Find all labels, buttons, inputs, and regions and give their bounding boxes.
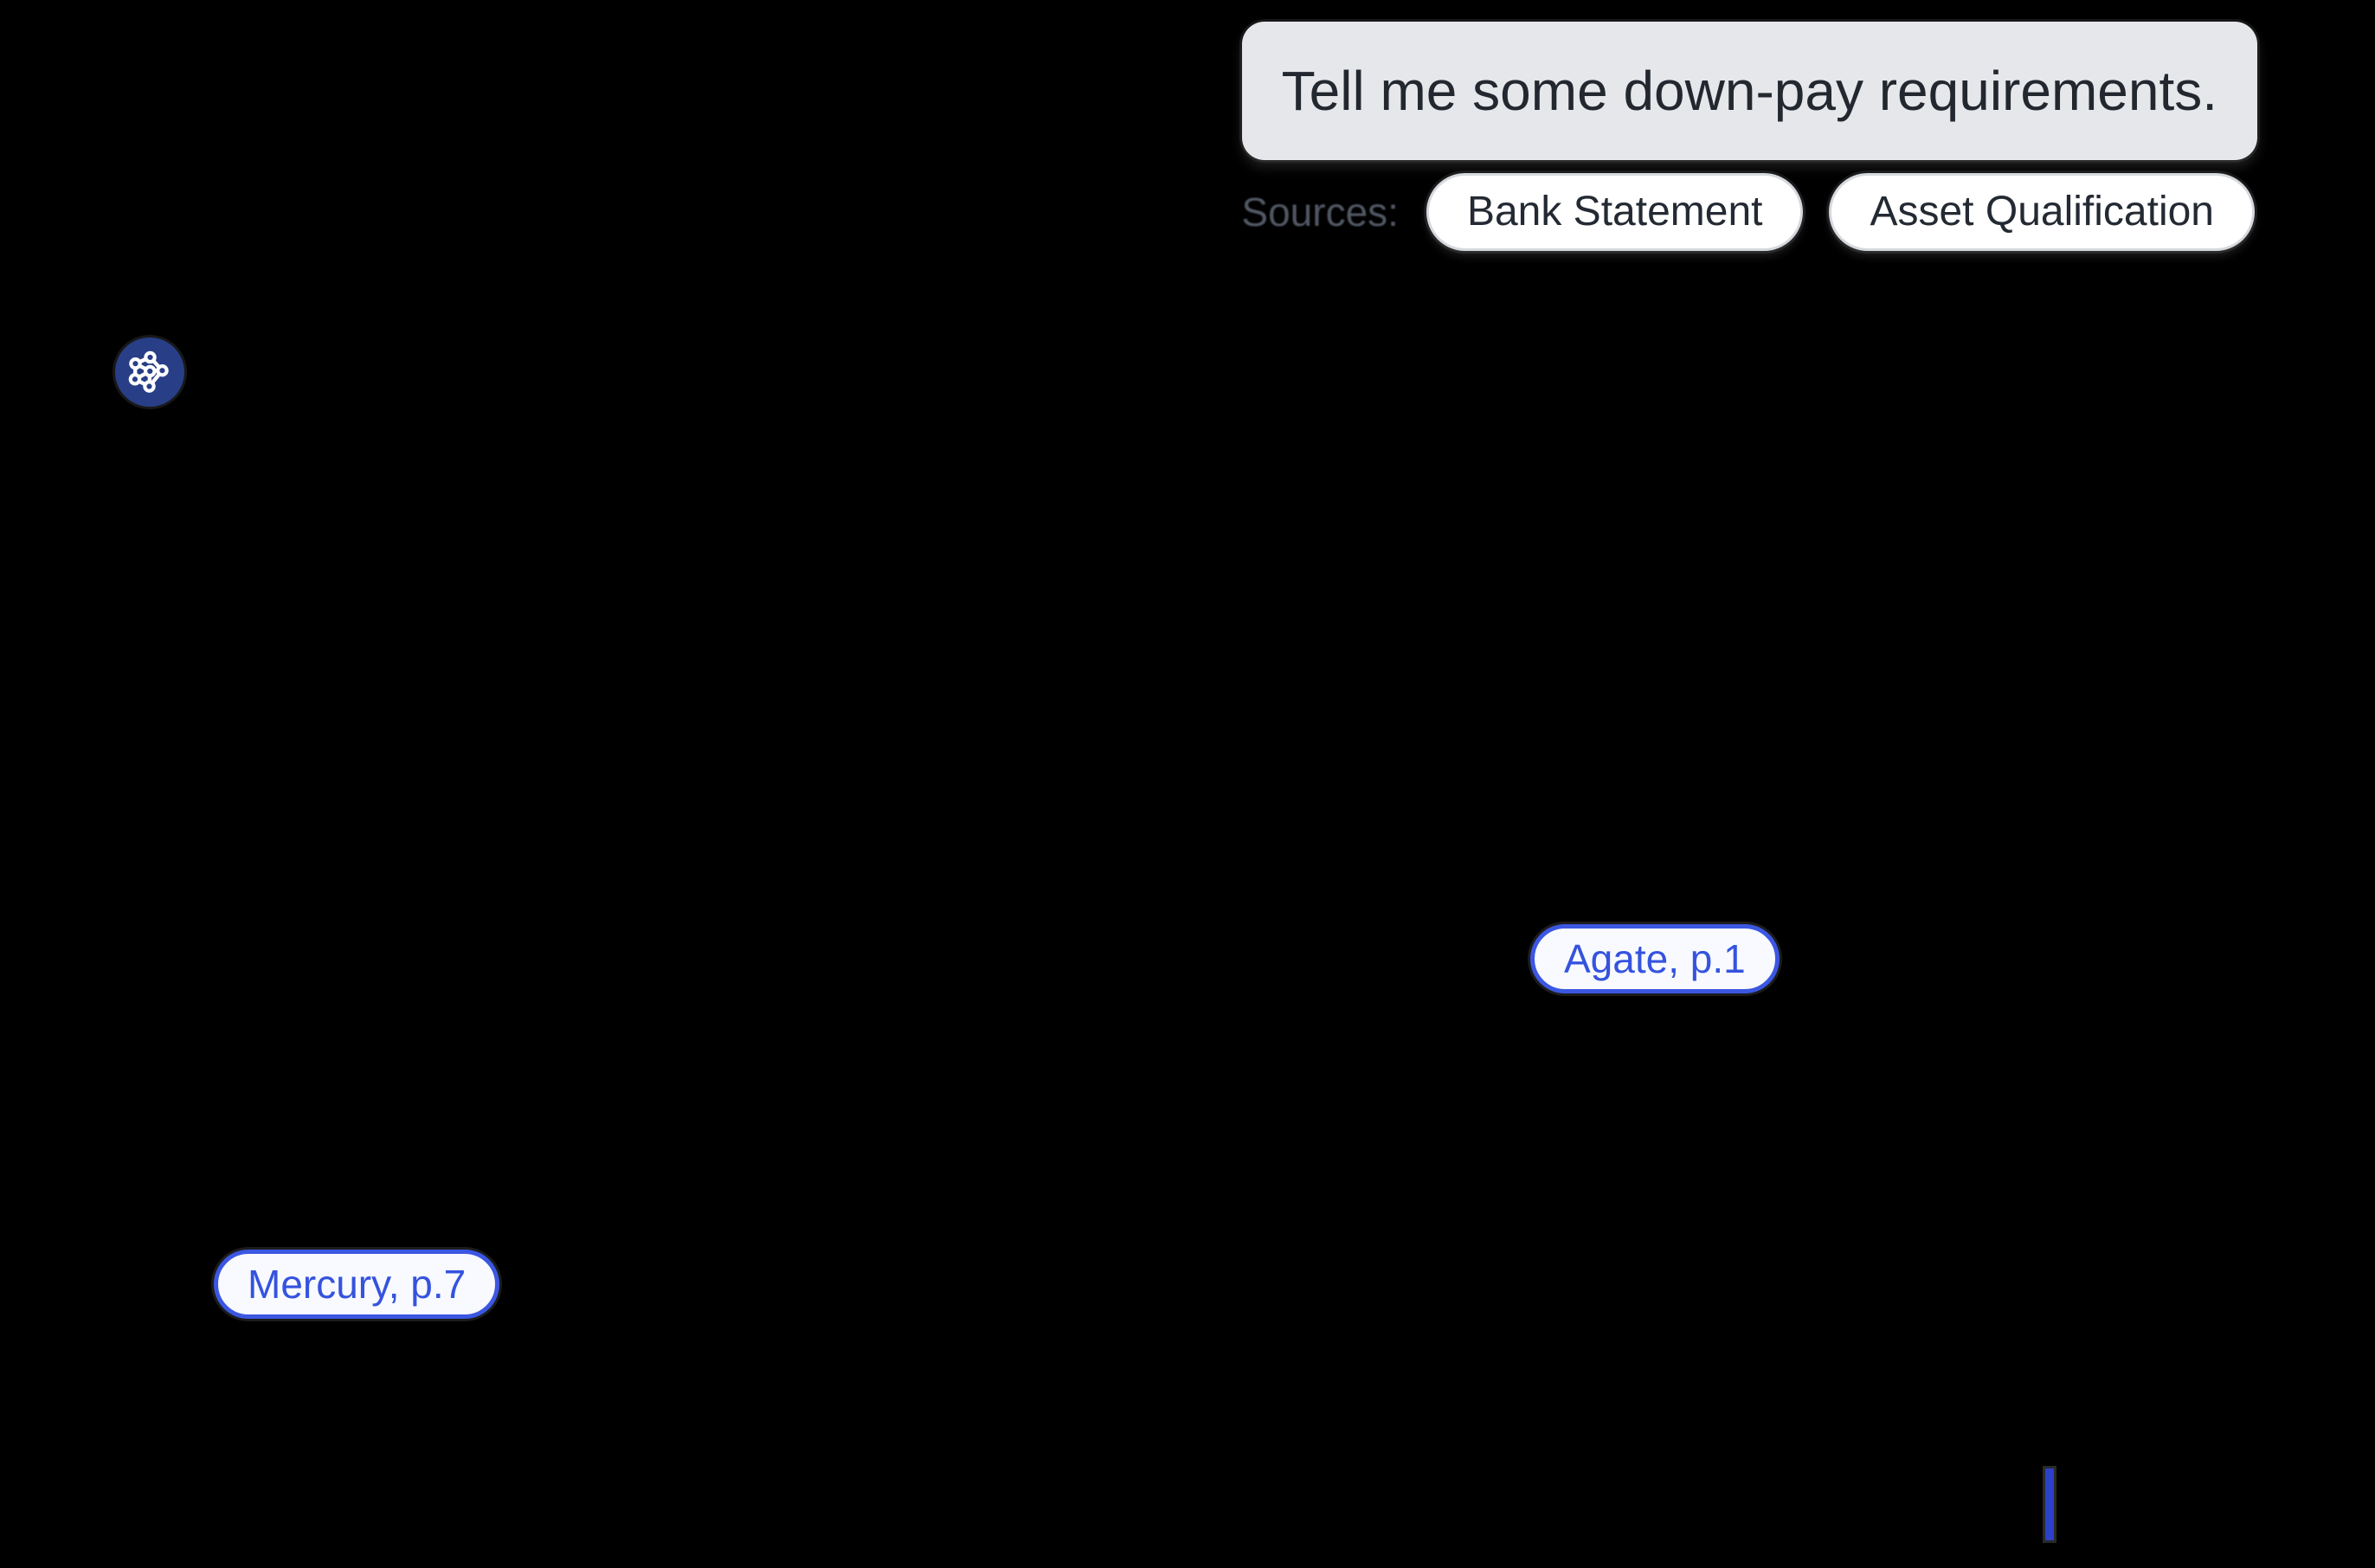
citation-pill-mercury[interactable]: Mercury, p.7 [214, 1250, 500, 1319]
sources-row: Sources: Bank Statement Asset Qualificat… [1241, 173, 2255, 251]
source-chip-bank-statement[interactable]: Bank Statement [1426, 173, 1804, 251]
text-caret [2045, 1468, 2054, 1540]
source-chip-asset-qualification[interactable]: Asset Qualification [1829, 173, 2255, 251]
citation-pill-agate[interactable]: Agate, p.1 [1530, 924, 1780, 993]
sources-label: Sources: [1241, 190, 1399, 235]
user-message-bubble: Tell me some down-pay requirements. [1241, 22, 2257, 160]
assistant-avatar [115, 337, 184, 407]
network-graph-icon [123, 345, 177, 399]
